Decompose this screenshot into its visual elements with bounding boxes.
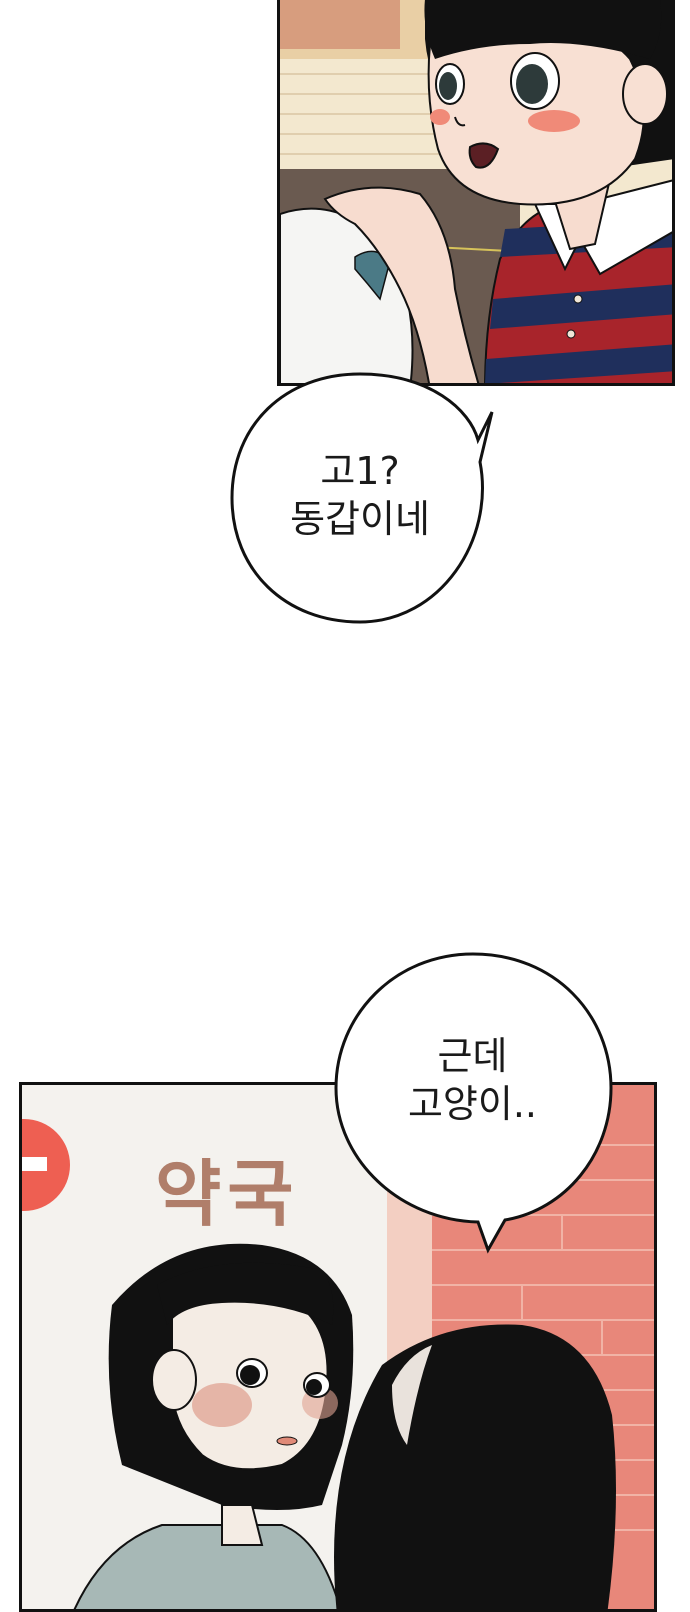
pharmacy-sign-text: 약국	[155, 1152, 300, 1236]
comic-panel-bottom: 약국	[19, 1082, 657, 1612]
bubble-first-line1: 고1?	[320, 449, 400, 493]
bubble-first-text: 고1? 동갑이네	[250, 447, 470, 543]
comic-panel-top	[277, 0, 675, 386]
bubble-second-line1: 근데	[437, 1034, 508, 1078]
bubble-first-line2: 동갑이네	[290, 497, 430, 541]
bubble-second-text: 근데 고양이..	[355, 1032, 590, 1128]
panel-bottom-artwork	[22, 1085, 654, 1609]
panel-top-artwork	[280, 0, 672, 383]
bubble-second-line2: 고양이..	[407, 1082, 538, 1126]
brick-lines	[280, 73, 450, 155]
